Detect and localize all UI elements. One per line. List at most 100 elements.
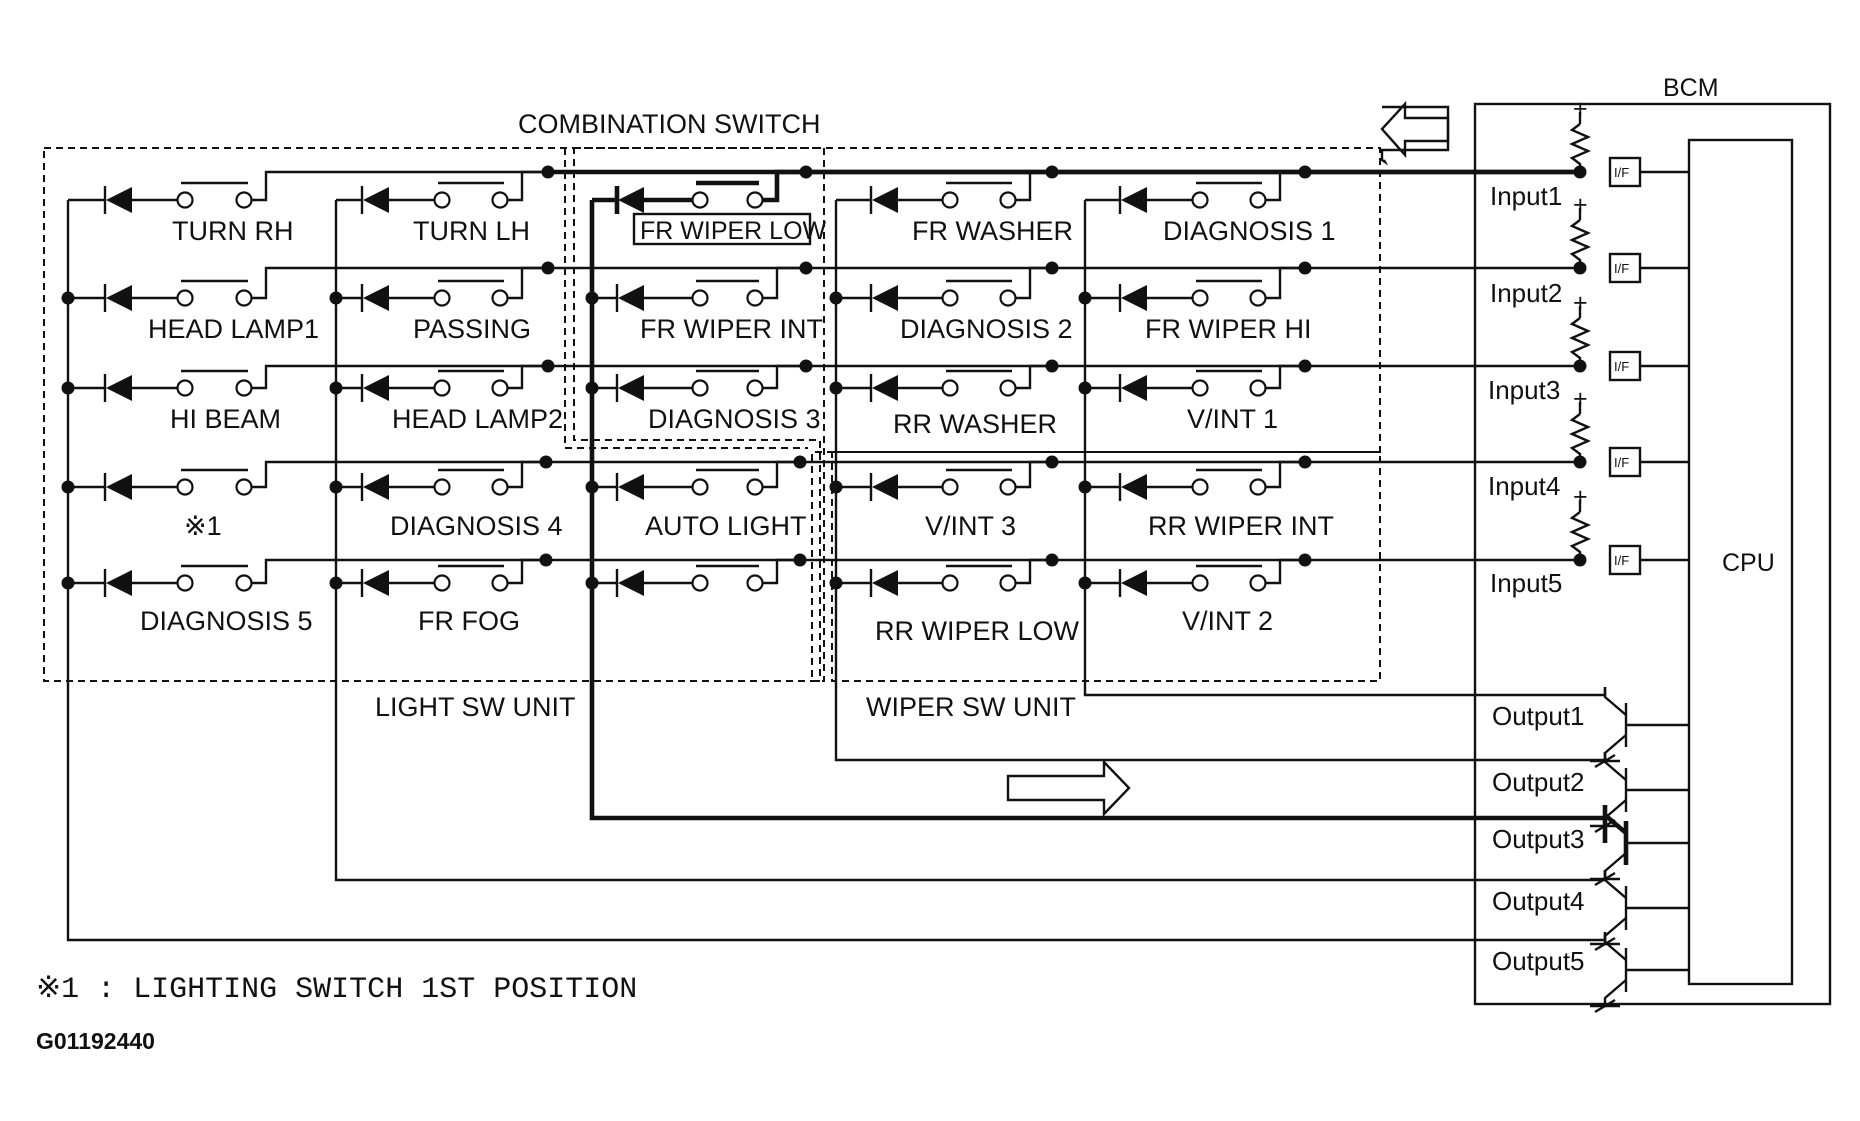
junction-dot [1078, 381, 1092, 395]
switch-return-wire [252, 170, 548, 202]
transistor-emitter [1603, 979, 1627, 1006]
switch-contact [176, 478, 194, 496]
if-label: I/F [1614, 455, 1629, 470]
bus-junction-dot [799, 359, 813, 373]
transistor-collector [1603, 870, 1627, 899]
junction-dot [585, 480, 599, 494]
diode-symbol [618, 375, 644, 401]
bus-junction-dot [1045, 455, 1059, 469]
diode-symbol [872, 375, 898, 401]
supply-plus: + [1573, 483, 1588, 511]
figure-code: G01192440 [36, 1028, 155, 1054]
switch-label: DIAGNOSIS 2 [900, 314, 1073, 344]
switch-label: TURN RH [172, 216, 294, 246]
junction-dot [829, 480, 843, 494]
switch-contact [746, 191, 764, 209]
switch-contact [433, 574, 451, 592]
switch-contact [235, 289, 253, 307]
input-label: Input1 [1490, 181, 1562, 211]
light-sw-unit-label: LIGHT SW UNIT [375, 692, 576, 722]
junction-dot [585, 576, 599, 590]
switch-contact [491, 574, 509, 592]
switch-contact [433, 478, 451, 496]
switch-contact [1249, 289, 1267, 307]
switch-contact [941, 289, 959, 307]
switch-contact [491, 191, 509, 209]
switch-return-wire [1266, 558, 1305, 585]
switch-label: PASSING [413, 314, 531, 344]
switch-contact [235, 478, 253, 496]
switch-contact [999, 478, 1017, 496]
switch-label: TURN LH [413, 216, 530, 246]
junction-dot [329, 480, 343, 494]
diode-symbol [1121, 474, 1147, 500]
input-labels: Input1 Input2 Input3 Input4 Input5 [1488, 181, 1562, 598]
switch-contact [491, 478, 509, 496]
switch-contact [235, 379, 253, 397]
ground-symbol [1594, 998, 1616, 1014]
junction-dot [61, 576, 75, 590]
transistor-collector [1603, 752, 1627, 781]
junction-dot [329, 576, 343, 590]
switch-label: AUTO LIGHT [645, 511, 807, 541]
bus-junction-dot [1298, 359, 1312, 373]
switch-contact [746, 478, 764, 496]
wiper-sw-unit-boundary [564, 147, 1381, 682]
input-label: Input5 [1490, 568, 1562, 598]
switch-label: V/INT 2 [1182, 606, 1273, 636]
switch-contact [433, 191, 451, 209]
bus-junction-dot [1298, 553, 1312, 567]
switch-return-wire [252, 460, 546, 489]
switch-contact [999, 191, 1017, 209]
switch-contact [691, 191, 709, 209]
diode-symbol [106, 375, 132, 401]
switch-contact [691, 478, 709, 496]
switch-contact [999, 379, 1017, 397]
junction-dot [61, 291, 75, 305]
input-label: Input2 [1490, 278, 1562, 308]
switch-contact [176, 289, 194, 307]
switch-contact [691, 379, 709, 397]
switch-contact [1249, 478, 1267, 496]
switch-return-wire [1016, 460, 1052, 489]
pullup-resistor [1569, 413, 1591, 462]
pullup-resistor [1569, 219, 1591, 268]
if-box [1608, 252, 1642, 284]
transistor-emitter [1603, 852, 1627, 879]
switch-return-wire [1016, 558, 1052, 585]
switch-contact [1191, 289, 1209, 307]
if-label: I/F [1614, 261, 1629, 276]
switch-contact [691, 574, 709, 592]
input-label: Input4 [1488, 471, 1560, 501]
switch-contact [235, 574, 253, 592]
junction-dot [329, 291, 343, 305]
switch-label: FR WIPER HI [1145, 314, 1312, 344]
diode-symbol [618, 187, 644, 213]
bus-junction-dot [539, 553, 553, 567]
diode-symbol [363, 187, 389, 213]
fr-wiper-low-highlight [632, 212, 812, 246]
switch-contact [941, 574, 959, 592]
diode-symbol [872, 187, 898, 213]
junction-dot [585, 381, 599, 395]
bus-junction-dot [1298, 261, 1312, 275]
if-label: I/F [1614, 553, 1629, 568]
if-label: I/F [1614, 165, 1629, 180]
switch-label: DIAGNOSIS 3 [648, 404, 821, 434]
bus-junction-dot [799, 165, 813, 179]
output5-link [1475, 932, 1607, 942]
diode-symbol [363, 375, 389, 401]
cpu-label: CPU [1722, 549, 1775, 577]
diode-symbol [1121, 285, 1147, 311]
transistor-emitter [1603, 917, 1627, 944]
output-label: Output3 [1492, 824, 1585, 854]
pullup-resistor [1569, 123, 1591, 172]
ground-symbol [1594, 753, 1616, 769]
switch-contact [176, 191, 194, 209]
diode-symbol [1121, 187, 1147, 213]
diode-symbol [363, 570, 389, 596]
switch-contact [1191, 478, 1209, 496]
output1-wire [1083, 200, 1475, 697]
diode-symbol [106, 187, 132, 213]
switch-label: ※1 [184, 511, 222, 541]
